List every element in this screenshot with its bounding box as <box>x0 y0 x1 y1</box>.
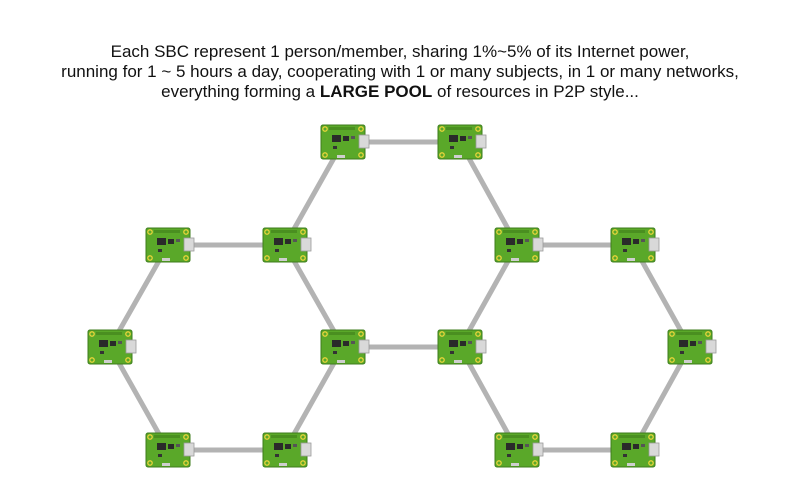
network-links <box>107 139 693 453</box>
network-nodes <box>87 124 717 468</box>
single-board-computer-icon <box>437 329 487 365</box>
single-board-computer-icon <box>494 227 544 263</box>
single-board-computer-icon <box>320 329 370 365</box>
caption-emphasis: LARGE POOL <box>319 82 433 101</box>
single-board-computer-icon <box>87 329 137 365</box>
single-board-computer-icon <box>437 124 487 160</box>
single-board-computer-icon <box>610 432 660 468</box>
single-board-computer-icon <box>145 227 195 263</box>
caption-line-2: running for 1 ~ 5 hours a day, cooperati… <box>61 62 739 81</box>
single-board-computer-icon <box>262 432 312 468</box>
single-board-computer-icon <box>262 227 312 263</box>
caption-line-3-suffix: of resources in P2P style... <box>432 82 639 101</box>
caption-line-3: everything forming a LARGE POOL of resou… <box>0 82 800 102</box>
single-board-computer-icon <box>667 329 717 365</box>
single-board-computer-icon <box>494 432 544 468</box>
single-board-computer-icon <box>320 124 370 160</box>
caption-line-1: Each SBC represent 1 person/member, shar… <box>110 42 690 61</box>
single-board-computer-icon <box>610 227 660 263</box>
single-board-computer-icon <box>145 432 195 468</box>
diagram-caption: Each SBC represent 1 person/member, shar… <box>0 42 800 102</box>
caption-line-3-prefix: everything forming a <box>161 82 320 101</box>
